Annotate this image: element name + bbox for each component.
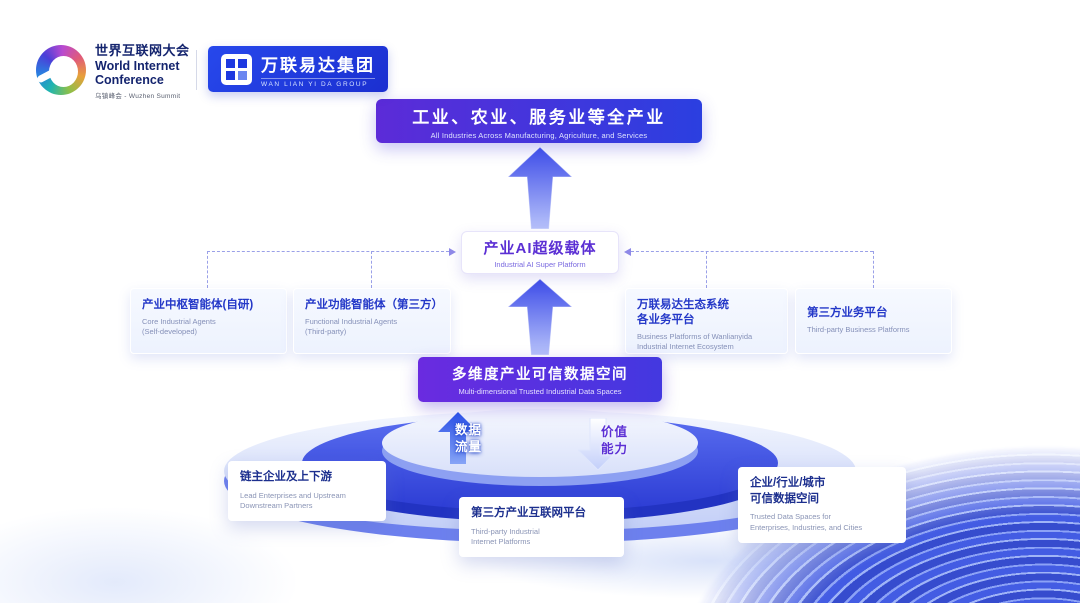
wic-logo-icon: [36, 44, 86, 95]
connector-drop-box2: [371, 251, 372, 288]
wlyd-logo-badge: 万联易达集团 WAN LIAN YI DA GROUP: [208, 46, 388, 92]
card-title-en: Trusted Data Spaces for Enterprises, Ind…: [750, 512, 863, 532]
box-title-cn: 第三方业务平台: [807, 307, 888, 320]
data-flow-label: 数据 流量: [455, 423, 483, 454]
wic-title-en-line1: World Internet: [95, 59, 180, 73]
all-industries-title-cn: 工业、农业、服务业等全产业: [412, 107, 666, 127]
wic-subtitle: 乌镇峰会 - Wuzhen Summit: [95, 92, 181, 100]
card-title-en: Lead Enterprises and Upstream Downstream…: [240, 490, 346, 511]
wlyd-name-en: WAN LIAN YI DA GROUP: [261, 77, 375, 88]
card-title-cn: 链主企业及上下游: [240, 471, 332, 483]
card-title-cn: 第三方产业互联网平台: [471, 507, 586, 519]
wic-logo-text: 世界互联网大会 World Internet Conference 乌镇峰会 -…: [95, 40, 190, 100]
value-flow-label: 价值 能力: [601, 425, 629, 456]
connector-arrowhead-left: [449, 247, 456, 256]
connector-drop-box1: [207, 251, 208, 288]
trusted-data-spaces-banner: 多维度产业可信数据空间 Multi-dimensional Trusted In…: [418, 357, 662, 402]
box-title-cn: 万联易达生态系统 各业务平台: [637, 299, 729, 326]
connector-arrowhead-right: [624, 247, 631, 256]
card-lead-enterprises: 链主企业及上下游 Lead Enterprises and Upstream D…: [228, 461, 386, 522]
box-title-en: Functional Industrial Agents (Third-part…: [305, 316, 398, 337]
box-title-en: Business Platforms of Wanlianyida Indust…: [637, 331, 753, 352]
connector-line-right: [631, 251, 873, 252]
box-title-cn: 产业功能智能体（第三方）: [305, 299, 443, 311]
up-arrow-icon-top: [508, 147, 572, 229]
ai-super-platform-title-cn: 产业AI超级载体: [483, 239, 597, 257]
wlyd-logo-text: 万联易达集团 WAN LIAN YI DA GROUP: [261, 51, 375, 88]
data-spaces-title-en: Multi-dimensional Trusted Industrial Dat…: [458, 387, 622, 396]
wic-logo: 世界互联网大会 World Internet Conference 乌镇峰会 -…: [36, 40, 190, 100]
all-industries-banner: 工业、农业、服务业等全产业 All Industries Across Manu…: [376, 99, 702, 143]
value-flow-down-arrow-icon: [578, 418, 618, 470]
connector-drop-box3: [706, 251, 707, 288]
card-title-en: Third-party Industrial Internet Platform…: [471, 526, 540, 547]
connector-line-left: [207, 251, 449, 252]
card-title-cn: 企业/行业/城市 可信数据空间: [750, 477, 826, 505]
data-spaces-title-cn: 多维度产业可信数据空间: [452, 367, 628, 383]
logo-divider: [196, 50, 197, 90]
box-core-industrial-agents: 产业中枢智能体(自研) Core Industrial Agents (Self…: [130, 288, 287, 354]
ai-super-platform-title-en: Industrial AI Super Platform: [494, 259, 586, 269]
wlyd-logo-icon: [221, 53, 252, 85]
connector-drop-box4: [873, 251, 874, 288]
box-title-cn: 产业中枢智能体(自研): [142, 299, 254, 311]
ai-super-platform-box: 产业AI超级载体 Industrial AI Super Platform: [461, 231, 619, 274]
card-third-party-internet-platforms: 第三方产业互联网平台 Third-party Industrial Intern…: [459, 497, 624, 558]
card-trusted-data-spaces: 企业/行业/城市 可信数据空间 Trusted Data Spaces for …: [738, 467, 906, 543]
box-title-en: Core Industrial Agents (Self-developed): [142, 316, 216, 337]
box-third-party-business-platforms: 第三方业务平台 Third-party Business Platforms: [795, 288, 952, 354]
box-functional-industrial-agents: 产业功能智能体（第三方） Functional Industrial Agent…: [293, 288, 451, 354]
box-title-en: Third-party Business Platforms: [807, 325, 910, 335]
all-industries-title-en: All Industries Across Manufacturing, Agr…: [430, 130, 648, 140]
up-arrow-icon-middle: [508, 279, 572, 355]
wic-title-cn: 世界互联网大会: [95, 43, 190, 58]
wlyd-name-cn: 万联易达集团: [261, 55, 375, 75]
box-wanlianyida-ecosystem-platforms: 万联易达生态系统 各业务平台 Business Platforms of Wan…: [625, 288, 788, 354]
data-flow-up-arrow-icon: [438, 412, 478, 464]
wic-title-en-line2: Conference: [95, 73, 164, 88]
